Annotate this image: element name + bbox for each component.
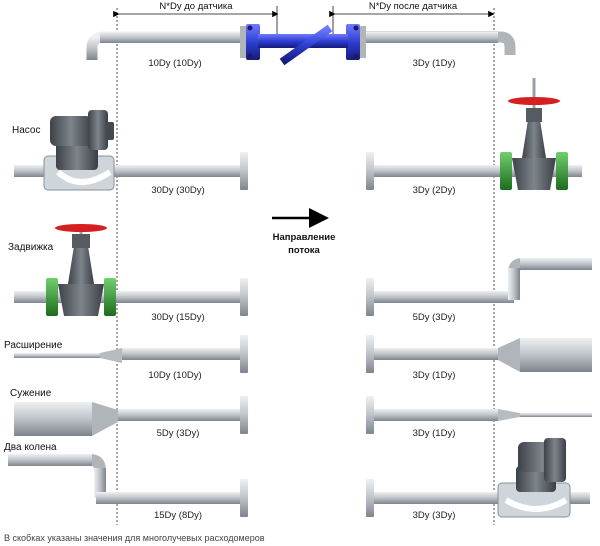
flange-icon	[240, 396, 248, 434]
sensor-row: 10Dy (10Dy) 3Dy (1Dy)	[86, 24, 516, 69]
header-dimensions: N*Dy до датчика N*Dy после датчика	[113, 1, 495, 40]
pump-downstream-length: 3Dy (2Dy)	[413, 185, 456, 196]
row-label-gate-valve: Задвижка	[8, 242, 54, 253]
expansion-downstream-length: 3Dy (1Dy)	[413, 370, 456, 381]
reference-lines	[116, 8, 495, 525]
sensor-downstream-length: 3Dy (1Dy)	[413, 58, 456, 69]
row-label-pump: Насос	[12, 125, 40, 136]
flange-icon	[240, 335, 248, 373]
flange-icon	[366, 479, 374, 517]
row-contraction: Сужение 5Dy (3Dy) 3Dy (1Dy)	[10, 388, 592, 439]
flange-icon	[240, 278, 248, 316]
row-gate-valve: Задвижка 30Dy (15Dy) 5Dy (3Dy)	[8, 224, 592, 323]
pump-upstream-length: 30Dy (30Dy)	[151, 185, 204, 196]
row-label-contraction: Сужение	[10, 388, 52, 399]
flow-direction: Направление потока	[272, 208, 336, 256]
valve-downstream-length: 5Dy (3Dy)	[413, 312, 456, 323]
flow-label-line1: Направление	[273, 232, 336, 243]
row-two-elbows: Два колена 15Dy (8Dy) 3Dy (3Dy)	[4, 438, 590, 521]
expansion-upstream-length: 10Dy (10Dy)	[148, 370, 201, 381]
flange-icon	[240, 479, 248, 517]
row-label-two-elbows: Два колена	[4, 442, 57, 453]
handwheel-icon	[508, 97, 560, 105]
gate-valve-icon	[500, 78, 568, 190]
gate-valve-icon	[46, 224, 116, 316]
pump-icon	[43, 110, 115, 191]
row-pump: Насос 30Dy (30Dy) 3Dy (2Dy)	[12, 78, 582, 196]
row-expansion: Расширение 10Dy (10Dy) 3Dy (1Dy)	[4, 335, 592, 381]
handwheel-icon	[55, 224, 107, 232]
header-after-sensor: N*Dy после датчика	[369, 1, 458, 12]
pump-icon	[497, 438, 571, 518]
flow-label-line2: потока	[288, 245, 320, 256]
footnote: В скобках указаны значения для многолуче…	[4, 533, 265, 543]
flange-icon	[366, 152, 374, 190]
elbows-upstream-length: 15Dy (8Dy)	[154, 510, 202, 521]
flow-sensor	[240, 24, 366, 66]
valve-upstream-length: 30Dy (15Dy)	[151, 312, 204, 323]
elbows-downstream-length: 3Dy (3Dy)	[413, 510, 456, 521]
flange-icon	[366, 335, 374, 373]
flange-icon	[366, 278, 374, 316]
sensor-upstream-length: 10Dy (10Dy)	[148, 58, 201, 69]
flange-icon	[240, 152, 248, 190]
contraction-upstream-length: 5Dy (3Dy)	[157, 428, 200, 439]
contraction-downstream-length: 3Dy (1Dy)	[413, 428, 456, 439]
header-before-sensor: N*Dy до датчика	[159, 1, 233, 12]
flange-icon	[366, 396, 374, 434]
row-label-expansion: Расширение	[4, 340, 63, 351]
